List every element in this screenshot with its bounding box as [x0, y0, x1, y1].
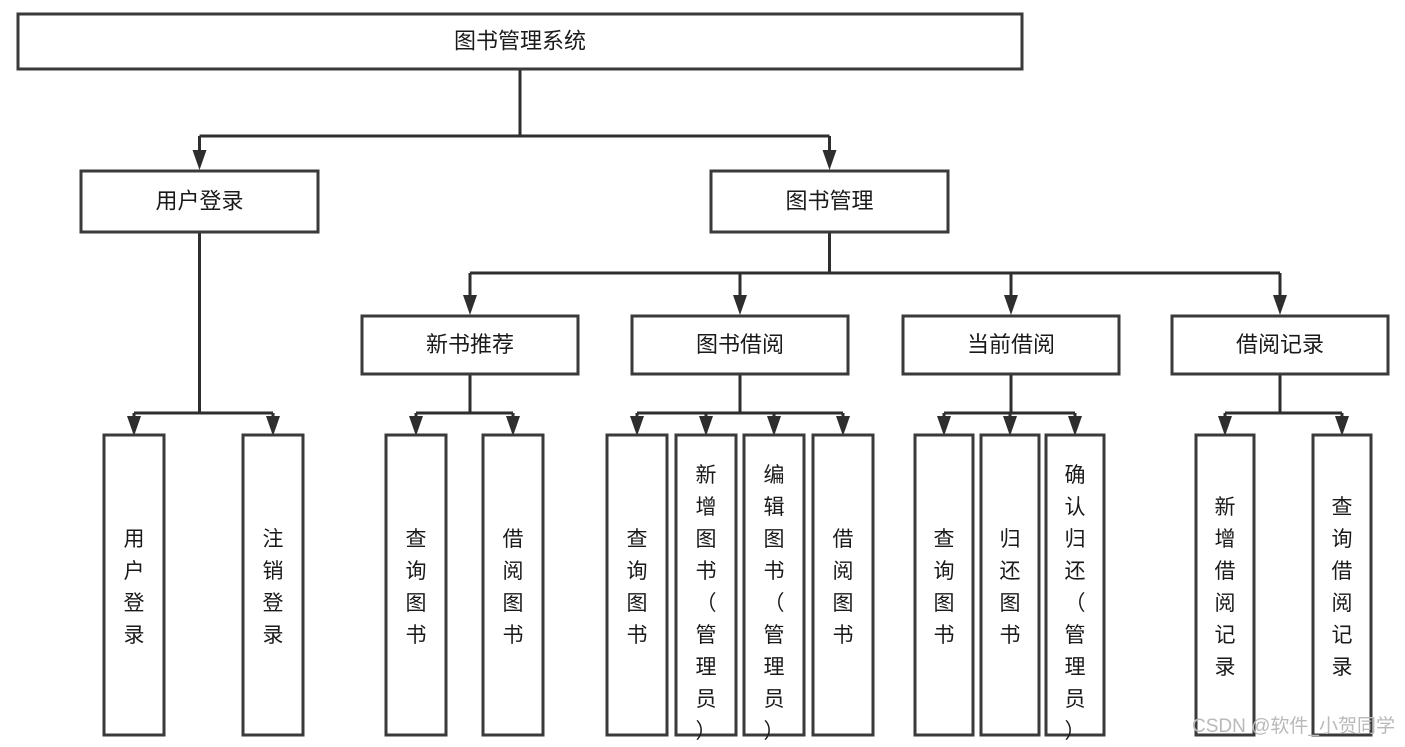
arrow-head-icon: [822, 150, 837, 170]
node-label-new-book-recommend: 新书推荐: [426, 332, 514, 357]
node-leaf-query-record[interactable]: 查询借阅记录: [1311, 433, 1373, 737]
node-new-book-recommend[interactable]: 新书推荐: [360, 314, 580, 376]
node-leaf-return-book[interactable]: 归还图书: [979, 433, 1041, 737]
arrow-head-icon: [1273, 295, 1287, 315]
node-label-leaf-borrow-book-2: 借阅图书: [833, 528, 854, 647]
node-leaf-query-book-1[interactable]: 查询图书: [384, 433, 448, 737]
node-box-root[interactable]: [16, 12, 1024, 71]
node-label-book-borrow: 图书借阅: [696, 332, 784, 357]
node-box-leaf-confirm-return[interactable]: [1044, 433, 1106, 737]
node-box-leaf-query-book-2[interactable]: [605, 433, 669, 737]
node-leaf-query-book-2[interactable]: 查询图书: [605, 433, 669, 737]
node-label-leaf-query-record: 查询借阅记录: [1332, 496, 1353, 679]
node-label-leaf-user-logout: 注销登录: [263, 528, 284, 647]
node-book-management[interactable]: 图书管理: [709, 169, 950, 234]
node-box-leaf-add-record[interactable]: [1194, 433, 1256, 737]
node-leaf-borrow-book-2[interactable]: 借阅图书: [811, 433, 875, 737]
node-box-leaf-add-book[interactable]: [674, 433, 738, 737]
node-leaf-borrow-book-1[interactable]: 借阅图书: [481, 433, 545, 737]
node-box-borrow-record[interactable]: [1170, 314, 1390, 376]
node-label-leaf-borrow-book-1: 借阅图书: [503, 528, 524, 647]
node-label-leaf-return-book: 归还图书: [1000, 528, 1021, 647]
nodes-layer: 图书管理系统用户登录图书管理新书推荐图书借阅当前借阅借阅记录用户登录注销登录查询…: [16, 12, 1390, 743]
node-box-leaf-borrow-book-1[interactable]: [481, 433, 545, 737]
node-box-leaf-user-login[interactable]: [102, 433, 166, 737]
node-book-borrow[interactable]: 图书借阅: [630, 314, 850, 376]
arrow-head-icon: [506, 416, 520, 436]
node-box-leaf-query-record[interactable]: [1311, 433, 1373, 737]
node-label-root: 图书管理系统: [454, 28, 586, 53]
node-box-leaf-query-book-1[interactable]: [384, 433, 448, 737]
node-box-user-login[interactable]: [79, 169, 320, 234]
node-label-leaf-add-book: 新增图书（管理员）: [696, 464, 717, 743]
node-box-current-borrow[interactable]: [901, 314, 1121, 376]
arrow-head-icon: [266, 416, 280, 436]
connectors-layer: [127, 69, 1349, 436]
arrow-head-icon: [767, 416, 781, 436]
node-leaf-query-book-3[interactable]: 查询图书: [913, 433, 975, 737]
node-current-borrow[interactable]: 当前借阅: [901, 314, 1121, 376]
arrow-head-icon: [699, 416, 713, 436]
node-label-borrow-record: 借阅记录: [1236, 332, 1324, 357]
node-leaf-edit-book[interactable]: 编辑图书（管理员）: [742, 433, 806, 743]
arrow-head-icon: [1068, 416, 1082, 436]
node-label-leaf-query-book-1: 查询图书: [406, 528, 427, 647]
node-label-book-management: 图书管理: [785, 188, 873, 213]
node-borrow-record[interactable]: 借阅记录: [1170, 314, 1390, 376]
node-root[interactable]: 图书管理系统: [16, 12, 1024, 71]
node-label-leaf-query-book-2: 查询图书: [627, 528, 648, 647]
watermark-label: CSDN @软件_小贺同学: [1192, 715, 1395, 737]
arrow-head-icon: [192, 150, 207, 170]
node-box-leaf-query-book-3[interactable]: [913, 433, 975, 737]
node-label-leaf-user-login: 用户登录: [124, 528, 145, 647]
node-label-leaf-confirm-return: 确认归还（管理员）: [1065, 464, 1086, 743]
arrow-head-icon: [463, 295, 477, 315]
node-leaf-add-book[interactable]: 新增图书（管理员）: [674, 433, 738, 743]
node-box-book-management[interactable]: [709, 169, 950, 234]
arrow-head-icon: [1003, 416, 1017, 436]
node-box-leaf-borrow-book-2[interactable]: [811, 433, 875, 737]
node-box-book-borrow[interactable]: [630, 314, 850, 376]
node-user-login[interactable]: 用户登录: [79, 169, 320, 234]
arrow-head-icon: [630, 416, 644, 436]
node-label-user-login: 用户登录: [155, 188, 243, 213]
node-leaf-confirm-return[interactable]: 确认归还（管理员）: [1044, 433, 1106, 743]
node-box-leaf-edit-book[interactable]: [742, 433, 806, 737]
arrow-head-icon: [1218, 416, 1232, 436]
node-box-leaf-user-logout[interactable]: [241, 433, 305, 737]
node-label-current-borrow: 当前借阅: [967, 332, 1055, 357]
arrow-head-icon: [1004, 295, 1018, 315]
node-leaf-user-login[interactable]: 用户登录: [102, 433, 166, 737]
node-label-leaf-query-book-3: 查询图书: [934, 528, 955, 647]
node-box-leaf-return-book[interactable]: [979, 433, 1041, 737]
arrow-head-icon: [733, 295, 747, 315]
node-leaf-add-record[interactable]: 新增借阅记录: [1194, 433, 1256, 737]
arrow-head-icon: [127, 416, 141, 436]
arrow-head-icon: [409, 416, 423, 436]
node-label-leaf-edit-book: 编辑图书（管理员）: [764, 464, 785, 743]
node-box-new-book-recommend[interactable]: [360, 314, 580, 376]
arrow-head-icon: [836, 416, 850, 436]
node-leaf-user-logout[interactable]: 注销登录: [241, 433, 305, 737]
arrow-head-icon: [937, 416, 951, 436]
node-label-leaf-add-record: 新增借阅记录: [1215, 496, 1236, 679]
arrow-head-icon: [1335, 416, 1349, 436]
